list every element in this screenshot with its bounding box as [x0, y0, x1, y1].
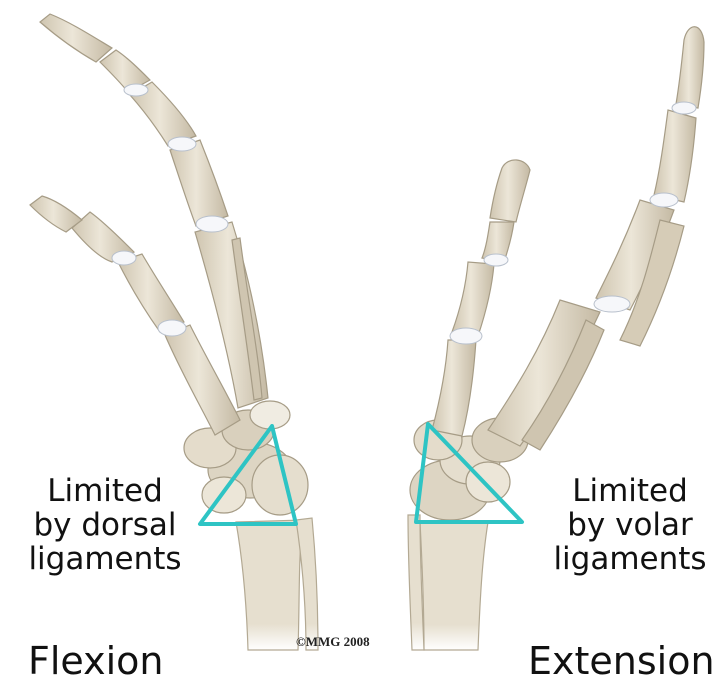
callout-line-1: Limited [10, 474, 200, 508]
joint-cartilage [158, 320, 186, 336]
joint-cartilage [168, 137, 196, 151]
fingers-long-extension [488, 27, 704, 450]
copyright-notice: ©MMG 2008 [296, 634, 370, 650]
flexion-caption: Flexion [28, 640, 164, 682]
callout-line-2: by volar [535, 508, 725, 542]
callout-line-2: by dorsal [10, 508, 200, 542]
joint-cartilage [672, 102, 696, 114]
radius-bone [236, 520, 304, 650]
joint-cartilage [594, 296, 630, 312]
callout-line-1: Limited [535, 474, 725, 508]
joint-cartilage [196, 216, 228, 232]
fingers-long-flexion [40, 14, 268, 408]
callout-line-3: ligaments [10, 542, 200, 576]
radius-bone [420, 522, 488, 650]
extension-caption: Extension [528, 640, 715, 682]
dorsal-ligament-callout: Limited by dorsal ligaments [10, 474, 200, 576]
joint-cartilage [650, 193, 678, 207]
volar-ligament-callout: Limited by volar ligaments [535, 474, 725, 576]
joint-cartilage [112, 251, 136, 265]
joint-cartilage [124, 84, 148, 96]
joint-cartilage [484, 254, 508, 266]
joint-cartilage [450, 328, 482, 344]
callout-line-3: ligaments [535, 542, 725, 576]
